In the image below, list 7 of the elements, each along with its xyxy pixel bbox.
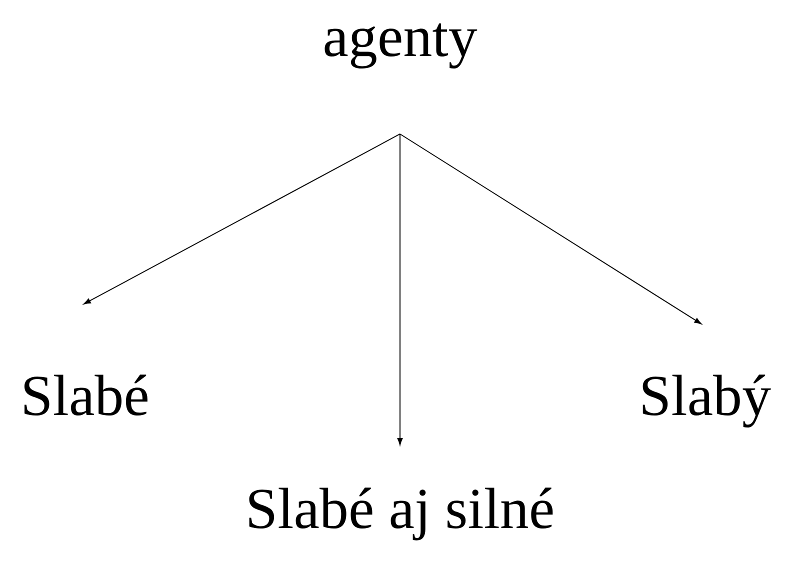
node-label: Slabé (24, 374, 148, 416)
arrow (84, 133, 400, 304)
node-label: agenty (324, 23, 478, 68)
node-label: Slabý (642, 374, 771, 428)
arrow (400, 133, 702, 324)
arrow (397, 133, 403, 446)
node-label: Slabé aj silné (249, 488, 553, 540)
